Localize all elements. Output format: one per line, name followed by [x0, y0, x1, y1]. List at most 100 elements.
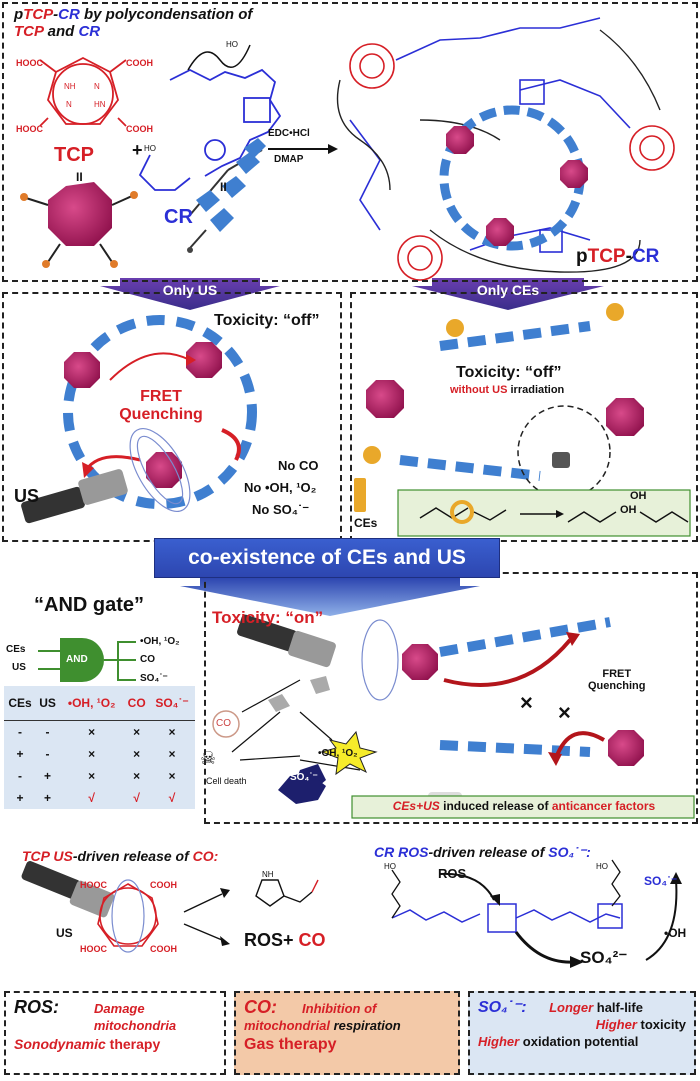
- coexistence-arrow: [180, 578, 480, 616]
- only-ces-label: Only CEs: [476, 282, 540, 298]
- co-summary-3: Gas therapy: [244, 1036, 337, 1053]
- co-panel-result: ROS+ CO: [244, 930, 326, 950]
- only-ces-ces-label: CEs: [354, 516, 378, 530]
- tt-cell: ×: [168, 747, 176, 761]
- tt-cell: ×: [133, 747, 141, 761]
- so4-summary-3b: oxidation potential: [519, 1034, 639, 1049]
- co-summary-2a: mitochondrial: [244, 1018, 330, 1033]
- co-panel-cooh-bl: HOOC: [80, 944, 107, 954]
- tcp-cooh-tl: HOOC: [16, 58, 43, 68]
- ptcp-cr-cr-links: [349, 17, 631, 253]
- ptcp-cr-polymer-network: [349, 43, 675, 281]
- co-summary-label: CO:: [244, 997, 277, 1017]
- tcp-cooh-tr: COOH: [126, 58, 153, 68]
- tcp-hn-bottom: HN: [94, 100, 106, 109]
- only-us-us-label: US: [14, 486, 40, 506]
- so4-summary-2b: toxicity: [636, 1017, 686, 1032]
- tt-header-so4: SO₄˙⁻: [149, 686, 195, 721]
- gate-input-us: US: [12, 662, 26, 673]
- tcp-porphyrin-structure: [39, 56, 127, 127]
- tt-cell: -: [45, 725, 50, 739]
- tt-cell: ×: [88, 769, 96, 783]
- toxicity-on-label: Toxicity: “on”: [212, 608, 324, 627]
- co-panel-cooh-br: COOH: [150, 944, 177, 954]
- tcp-cooh-br: COOH: [126, 124, 153, 134]
- tcp-nh-top: NH: [64, 82, 76, 91]
- tt-cell: √: [133, 791, 140, 805]
- so4-badge-label: SO₄˙⁻: [290, 772, 318, 783]
- table-row: ++ √√√: [4, 787, 195, 809]
- truth-table: CEs US •OH, ¹O₂ CO SO₄˙⁻ - - × × × + - × × × -…: [4, 686, 195, 809]
- only-ces-panel-frame: [350, 292, 698, 542]
- so4-panel-graphics: [391, 859, 682, 968]
- table-row: + - × × ×: [4, 743, 195, 765]
- and-gate-symbol: [38, 638, 136, 682]
- so4-panel-radical: SO₄˙⁻: [644, 874, 678, 888]
- tt-cell: ×: [168, 725, 176, 739]
- only-us-no-so4: No SO₄˙⁻: [252, 502, 310, 517]
- tt-cell: +: [16, 747, 24, 761]
- co-panel-graphics: [21, 861, 319, 953]
- tt-header-ces: CEs: [4, 686, 37, 721]
- so4-panel-sulfate: SO₄²⁻: [580, 948, 628, 967]
- tcp-octagon-model: [20, 182, 138, 268]
- so4-summary-box: SO₄˙⁻: Longer half-life Higher toxicity …: [468, 991, 696, 1075]
- tt-cell: +: [16, 791, 24, 805]
- tcp-n-left: N: [66, 100, 72, 109]
- ros-summary-box: ROS: Damage mitochondria Sonodynamic the…: [4, 991, 226, 1075]
- reagent-edc: EDC•HCl: [268, 128, 310, 139]
- tt-cell: -: [45, 747, 50, 761]
- co-panel-us: US: [56, 926, 73, 940]
- only-us-ring: [63, 315, 257, 509]
- tt-header-co: CO: [124, 686, 150, 721]
- product-label: pTCP-CR: [576, 246, 660, 267]
- so4-panel-title: CR ROS-driven release of SO₄˙⁻:: [374, 844, 591, 860]
- gate-input-ces: CEs: [6, 644, 26, 655]
- cell-death-label: Cell death: [206, 776, 247, 786]
- top-title: pTCP-CR by polycondensation of TCP and C…: [14, 6, 253, 40]
- only-ces-arrow: [412, 278, 604, 310]
- and-gate-title: “AND gate”: [34, 594, 145, 616]
- co-bubble-label: CO: [216, 718, 231, 729]
- so4-summary-1b: half-life: [593, 1000, 643, 1015]
- only-us-no-oh: No •OH, ¹O₂: [244, 480, 317, 495]
- so4-panel-ho-1: HO: [384, 862, 396, 871]
- so4-summary-1a: Longer: [549, 1000, 594, 1015]
- ros-summary-3a: Sonodynamic: [14, 1036, 106, 1052]
- co-summary-box: CO: Inhibition of mitochondrial respirat…: [234, 991, 460, 1075]
- top-section-frame: [2, 2, 698, 282]
- hydrolysis-oh-2: OH: [630, 490, 647, 502]
- only-us-arrow: [100, 278, 280, 310]
- only-ces-toxicity: Toxicity: “off”: [456, 364, 562, 381]
- only-us-label: Only US: [162, 282, 218, 298]
- ros-summary-1: Damage: [94, 1001, 145, 1016]
- ester-hydrolysis-scheme: [354, 478, 691, 537]
- co-panel-title: TCP US-driven release of CO:: [22, 848, 219, 864]
- pyrrole-nh: NH: [262, 870, 274, 879]
- tt-cell: ×: [88, 747, 96, 761]
- tt-cell: ×: [133, 769, 141, 783]
- reagent-dmap: DMAP: [274, 154, 304, 165]
- tt-cell: ×: [88, 725, 96, 739]
- release-box: [351, 795, 695, 819]
- co-panel-cooh-tr: COOH: [150, 880, 177, 890]
- table-row: - - × × ×: [4, 721, 195, 744]
- so4-panel-ros: ROS: [438, 866, 467, 881]
- truth-table-header: CEs US •OH, ¹O₂ CO SO₄˙⁻: [4, 686, 195, 721]
- tt-header-us: US: [36, 686, 59, 721]
- tt-cell: ×: [133, 725, 141, 739]
- tcp-equals: II: [76, 170, 83, 184]
- ptcp-cr-ring: [439, 105, 588, 251]
- tt-cell: -: [18, 769, 23, 783]
- gate-and-label: AND: [66, 654, 88, 665]
- svg-text:×: ×: [558, 700, 571, 725]
- tcp-n-right: N: [94, 82, 100, 91]
- plus-sign: +: [132, 140, 143, 160]
- tt-cell: -: [18, 725, 23, 739]
- tt-cell: √: [168, 791, 176, 805]
- tt-header-oh: •OH, ¹O₂: [58, 686, 125, 721]
- oh-starburst-label: •OH, ¹O₂: [318, 748, 358, 759]
- cr-equals: II: [220, 180, 227, 194]
- ros-summary-2: mitochondria: [93, 1018, 177, 1033]
- co-panel-cooh-tl: HOOC: [80, 880, 107, 890]
